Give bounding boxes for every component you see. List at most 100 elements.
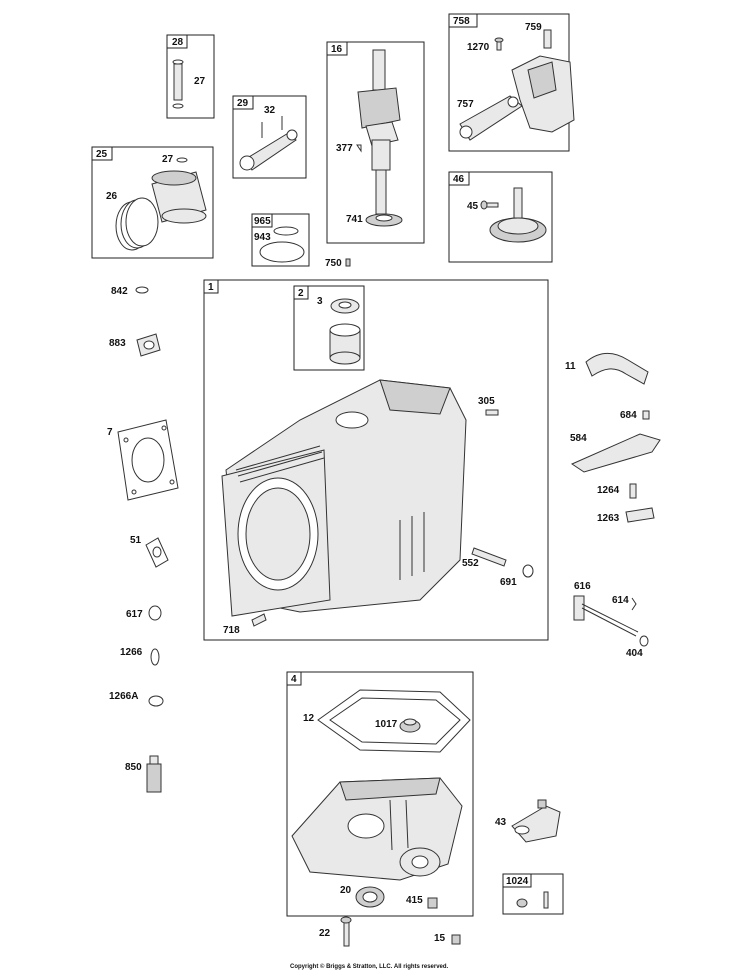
group-2: 2 3 — [293, 285, 365, 371]
group-29: 29 32 — [232, 95, 307, 179]
cam-gear-part — [489, 187, 547, 243]
label-51: 51 — [130, 535, 142, 546]
box-label-46: 46 — [453, 174, 465, 185]
label-415: 415 — [406, 895, 423, 906]
label-26: 26 — [106, 191, 118, 202]
label-584: 584 — [570, 433, 587, 444]
box-label-28: 28 — [172, 37, 184, 48]
label-15: 15 — [434, 933, 446, 944]
screw-1264 — [629, 483, 637, 499]
ring-1266 — [150, 648, 160, 666]
label-1266: 1266 — [120, 647, 143, 658]
sealant-tube-850 — [146, 755, 162, 793]
ring-1266A — [148, 695, 164, 707]
crankshaft-part — [357, 49, 401, 215]
crank-gear-part — [365, 213, 403, 227]
label-552: 552 — [462, 558, 479, 569]
bracket-part — [511, 55, 575, 133]
clip-1263 — [625, 507, 655, 523]
label-27-clip: 27 — [162, 154, 174, 165]
governor-arm-part — [459, 95, 523, 141]
label-1270: 1270 — [467, 42, 490, 53]
tube-11 — [585, 353, 649, 385]
plug-1017 — [399, 718, 421, 733]
plug-15 — [451, 934, 461, 945]
ring-691 — [522, 564, 534, 578]
group-1024: 1024 — [502, 873, 564, 915]
cylinder-block-part — [221, 379, 467, 617]
label-20: 20 — [340, 885, 352, 896]
label-27-pin: 27 — [194, 76, 206, 87]
bolt-305 — [485, 409, 499, 416]
label-691: 691 — [500, 577, 517, 588]
label-11: 11 — [565, 361, 576, 372]
governor-shaft-616 — [573, 595, 639, 637]
group-1: 1 2 3 305 — [203, 279, 549, 641]
label-757: 757 — [457, 99, 474, 110]
seal-3 — [330, 298, 360, 314]
group-28: 28 27 — [166, 34, 215, 119]
connecting-rod-part — [239, 116, 298, 171]
group-16: 16 377 741 — [326, 41, 425, 244]
label-617: 617 — [126, 609, 143, 620]
group-46: 46 45 — [448, 171, 553, 263]
box-label-25: 25 — [96, 149, 108, 160]
oil-pan-part — [291, 777, 463, 881]
screw-684 — [642, 410, 650, 420]
label-12: 12 — [303, 713, 315, 724]
piston-rings-part — [115, 197, 159, 251]
label-850: 850 — [125, 762, 142, 773]
group-758: 758 759 1270 757 — [448, 13, 575, 152]
group-4: 4 12 1017 20 415 — [286, 671, 474, 917]
label-1264: 1264 — [597, 485, 620, 496]
box-label-29: 29 — [237, 98, 249, 109]
adapter-883 — [136, 333, 161, 357]
tube-552 — [471, 547, 507, 567]
pin-718 — [251, 613, 267, 627]
label-614: 614 — [612, 595, 629, 606]
label-718: 718 — [223, 625, 240, 636]
plug-415 — [427, 897, 438, 909]
washer-404 — [639, 635, 649, 647]
label-377: 377 — [336, 143, 353, 154]
cover-584 — [570, 433, 661, 473]
label-1263: 1263 — [597, 513, 620, 524]
oil-pump-43 — [511, 799, 561, 843]
fastener-750 — [345, 258, 351, 267]
ring-842 — [135, 286, 149, 294]
group-965: 965 943 — [251, 213, 310, 267]
pan-gasket-12 — [317, 689, 471, 753]
box-label-4: 4 — [291, 674, 297, 685]
box-label-16: 16 — [331, 44, 343, 55]
label-684: 684 — [620, 410, 637, 421]
label-404: 404 — [626, 648, 643, 659]
label-750: 750 — [325, 258, 342, 269]
label-741: 741 — [346, 214, 363, 225]
box-label-1024: 1024 — [506, 876, 529, 887]
label-842: 842 — [111, 286, 128, 297]
group-25: 25 27 26 — [91, 146, 214, 259]
label-7: 7 — [107, 427, 113, 438]
ring-617 — [148, 605, 162, 621]
label-1017: 1017 — [375, 719, 398, 730]
box-label-758: 758 — [453, 16, 470, 27]
label-1266A: 1266A — [109, 691, 138, 702]
gasket-51 — [145, 537, 169, 568]
label-43: 43 — [495, 817, 507, 828]
label-883: 883 — [109, 338, 126, 349]
box-label-965: 965 — [254, 216, 271, 227]
piston-part — [151, 170, 207, 224]
box-label-2: 2 — [298, 288, 304, 299]
bushing-part — [329, 323, 361, 365]
head-gasket-7 — [117, 419, 179, 501]
label-759: 759 — [525, 22, 542, 33]
piston-pin-part — [172, 59, 184, 109]
label-305: 305 — [478, 396, 495, 407]
label-943: 943 — [254, 232, 271, 243]
label-45: 45 — [467, 201, 479, 212]
box-label-1: 1 — [208, 282, 214, 293]
seal-20 — [355, 886, 385, 908]
label-22: 22 — [319, 928, 331, 939]
bolt-22 — [340, 916, 352, 947]
